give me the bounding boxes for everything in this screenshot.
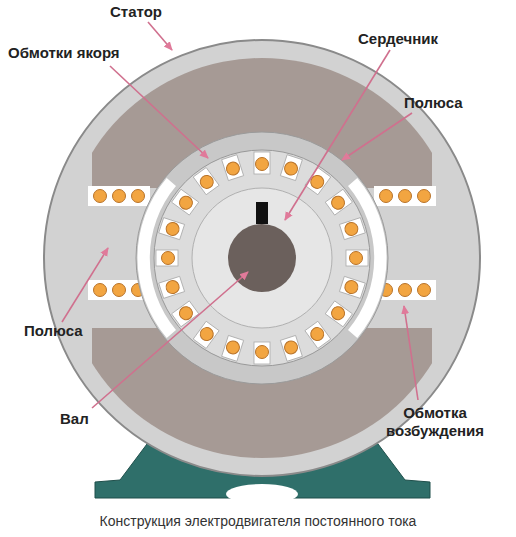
shaft-key (256, 202, 268, 224)
armature-winding (156, 152, 368, 364)
part-label: Обмотка возбуждения (376, 404, 494, 440)
part-label: Полюса (24, 322, 83, 340)
part-label: Сердечник (358, 30, 438, 48)
coil-pocket (374, 186, 436, 206)
armature-slot (346, 250, 368, 266)
armature-slot (325, 189, 352, 215)
armature-slot (254, 342, 270, 364)
armature-slot (193, 321, 219, 348)
armature-slot (339, 218, 365, 240)
part-label: Обмотки якоря (8, 44, 120, 62)
armature-slot (280, 335, 302, 361)
leader-lines (62, 22, 418, 408)
field-coil-turn (418, 284, 431, 297)
part-label: Статор (110, 3, 162, 21)
armature-slot (159, 276, 185, 298)
armature-slot (222, 335, 244, 361)
pole-shoe (136, 132, 388, 384)
field-coil-turn (399, 284, 412, 297)
armature-slot (193, 168, 219, 195)
base-cutout (226, 484, 298, 504)
field-coil-turn (418, 190, 431, 203)
armature-slot (172, 301, 199, 327)
armature-slot (325, 301, 352, 327)
figure-caption: Конструкция электродвигателя постоянного… (0, 513, 516, 529)
armature-slot (280, 155, 302, 181)
field-coil-turn (94, 284, 107, 297)
shaft (228, 224, 296, 292)
core-inner (192, 188, 332, 328)
field-coil-turn (113, 190, 126, 203)
armature-slot (339, 276, 365, 298)
field-coil-turn (94, 190, 107, 203)
armature-slot (305, 321, 331, 348)
part-label: Полюса (404, 94, 463, 112)
armature-slot (222, 155, 244, 181)
field-coil-turn (132, 190, 145, 203)
field-coil-turn (399, 190, 412, 203)
coil-pocket (88, 186, 150, 206)
armature-slot (172, 189, 199, 215)
armature-slot (254, 152, 270, 174)
part-label: Вал (60, 410, 89, 428)
armature-slot (156, 250, 178, 266)
field-coil-turn (113, 284, 126, 297)
field-coil-turn (380, 190, 393, 203)
pole-body (92, 50, 432, 468)
armature-core (154, 150, 370, 366)
armature-slot (159, 218, 185, 240)
